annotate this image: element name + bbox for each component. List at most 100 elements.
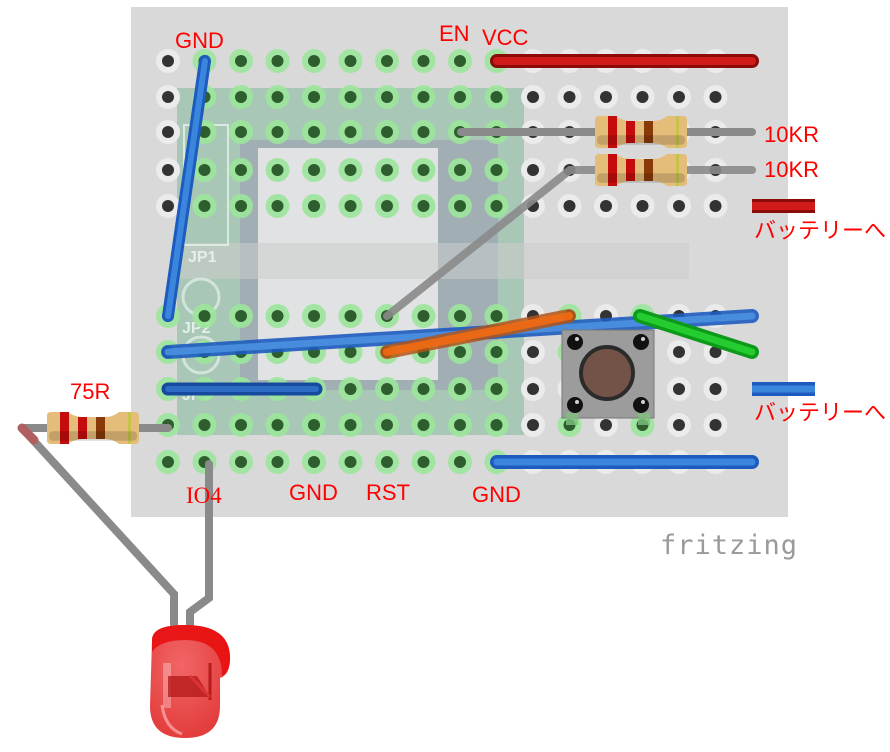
hole[interactable] [271, 164, 284, 176]
hole[interactable] [417, 456, 430, 468]
hole[interactable] [381, 126, 393, 138]
hole[interactable] [490, 419, 503, 431]
hole[interactable] [381, 456, 393, 468]
hole[interactable] [563, 91, 576, 103]
hole[interactable] [673, 419, 685, 431]
hole[interactable] [600, 200, 612, 212]
hole[interactable] [235, 126, 247, 138]
hole[interactable] [344, 91, 357, 103]
hole[interactable] [271, 419, 284, 431]
hole[interactable] [308, 200, 320, 212]
hole[interactable] [490, 346, 503, 358]
hole[interactable] [417, 91, 430, 103]
hole[interactable] [235, 200, 247, 212]
hole[interactable] [271, 126, 284, 138]
hole[interactable] [235, 419, 247, 431]
hole[interactable] [271, 456, 284, 468]
wire-io-pullup[interactable] [383, 166, 756, 320]
hole[interactable] [527, 383, 539, 395]
hole[interactable] [636, 91, 649, 103]
button-cap[interactable] [579, 345, 635, 401]
hole[interactable] [308, 91, 320, 103]
hole[interactable] [490, 164, 503, 176]
hole[interactable] [235, 91, 247, 103]
hole[interactable] [709, 419, 722, 431]
resistor-r1[interactable] [595, 116, 687, 148]
hole[interactable] [709, 200, 722, 212]
hole[interactable] [454, 200, 466, 212]
wire-led-anode[interactable] [186, 460, 213, 629]
wire-led-cathode[interactable] [18, 424, 178, 629]
hole[interactable] [308, 310, 320, 322]
hole[interactable] [162, 55, 174, 67]
hole[interactable] [417, 419, 430, 431]
hole[interactable] [344, 346, 357, 358]
hole[interactable] [454, 164, 466, 176]
hole[interactable] [490, 200, 503, 212]
hole[interactable] [417, 383, 430, 395]
hole[interactable] [308, 164, 320, 176]
hole[interactable] [308, 55, 320, 67]
resistor-r2[interactable] [595, 154, 687, 186]
hole[interactable] [271, 91, 284, 103]
hole[interactable] [417, 310, 430, 322]
hole[interactable] [673, 383, 685, 395]
hole[interactable] [563, 200, 576, 212]
hole[interactable] [198, 419, 211, 431]
hole[interactable] [490, 383, 503, 395]
hole[interactable] [198, 126, 211, 138]
hole[interactable] [235, 310, 247, 322]
hole[interactable] [490, 310, 503, 322]
hole[interactable] [198, 164, 211, 176]
hole[interactable] [673, 200, 685, 212]
hole[interactable] [381, 419, 393, 431]
hole[interactable] [344, 126, 357, 138]
hole[interactable] [417, 126, 430, 138]
hole[interactable] [417, 200, 430, 212]
hole[interactable] [308, 419, 320, 431]
hole[interactable] [454, 55, 466, 67]
hole[interactable] [527, 346, 539, 358]
hole[interactable] [162, 164, 174, 176]
hole[interactable] [162, 126, 174, 138]
hole[interactable] [271, 200, 284, 212]
hole[interactable] [162, 91, 174, 103]
hole[interactable] [454, 456, 466, 468]
hole[interactable] [198, 200, 211, 212]
hole[interactable] [454, 383, 466, 395]
hole[interactable] [162, 200, 174, 212]
hole[interactable] [636, 200, 649, 212]
hole[interactable] [454, 310, 466, 322]
hole[interactable] [235, 164, 247, 176]
hole[interactable] [381, 200, 393, 212]
hole[interactable] [344, 310, 357, 322]
hole[interactable] [235, 456, 247, 468]
hole[interactable] [527, 91, 539, 103]
hole[interactable] [381, 55, 393, 67]
hole[interactable] [271, 55, 284, 67]
hole[interactable] [454, 91, 466, 103]
hole[interactable] [527, 419, 539, 431]
hole[interactable] [490, 91, 503, 103]
hole[interactable] [162, 456, 174, 468]
hole[interactable] [344, 55, 357, 67]
hole[interactable] [381, 164, 393, 176]
hole[interactable] [709, 91, 722, 103]
hole[interactable] [235, 55, 247, 67]
hole[interactable] [344, 456, 357, 468]
hole[interactable] [417, 55, 430, 67]
hole[interactable] [344, 200, 357, 212]
resistor-r3[interactable] [47, 412, 139, 444]
hole[interactable] [198, 310, 211, 322]
hole[interactable] [271, 310, 284, 322]
hole[interactable] [600, 419, 612, 431]
hole[interactable] [709, 383, 722, 395]
hole[interactable] [673, 346, 685, 358]
hole[interactable] [527, 164, 539, 176]
hole[interactable] [308, 126, 320, 138]
hole[interactable] [417, 164, 430, 176]
hole[interactable] [344, 383, 357, 395]
tactile-pushbutton[interactable] [561, 329, 655, 425]
hole[interactable] [308, 456, 320, 468]
hole[interactable] [381, 91, 393, 103]
